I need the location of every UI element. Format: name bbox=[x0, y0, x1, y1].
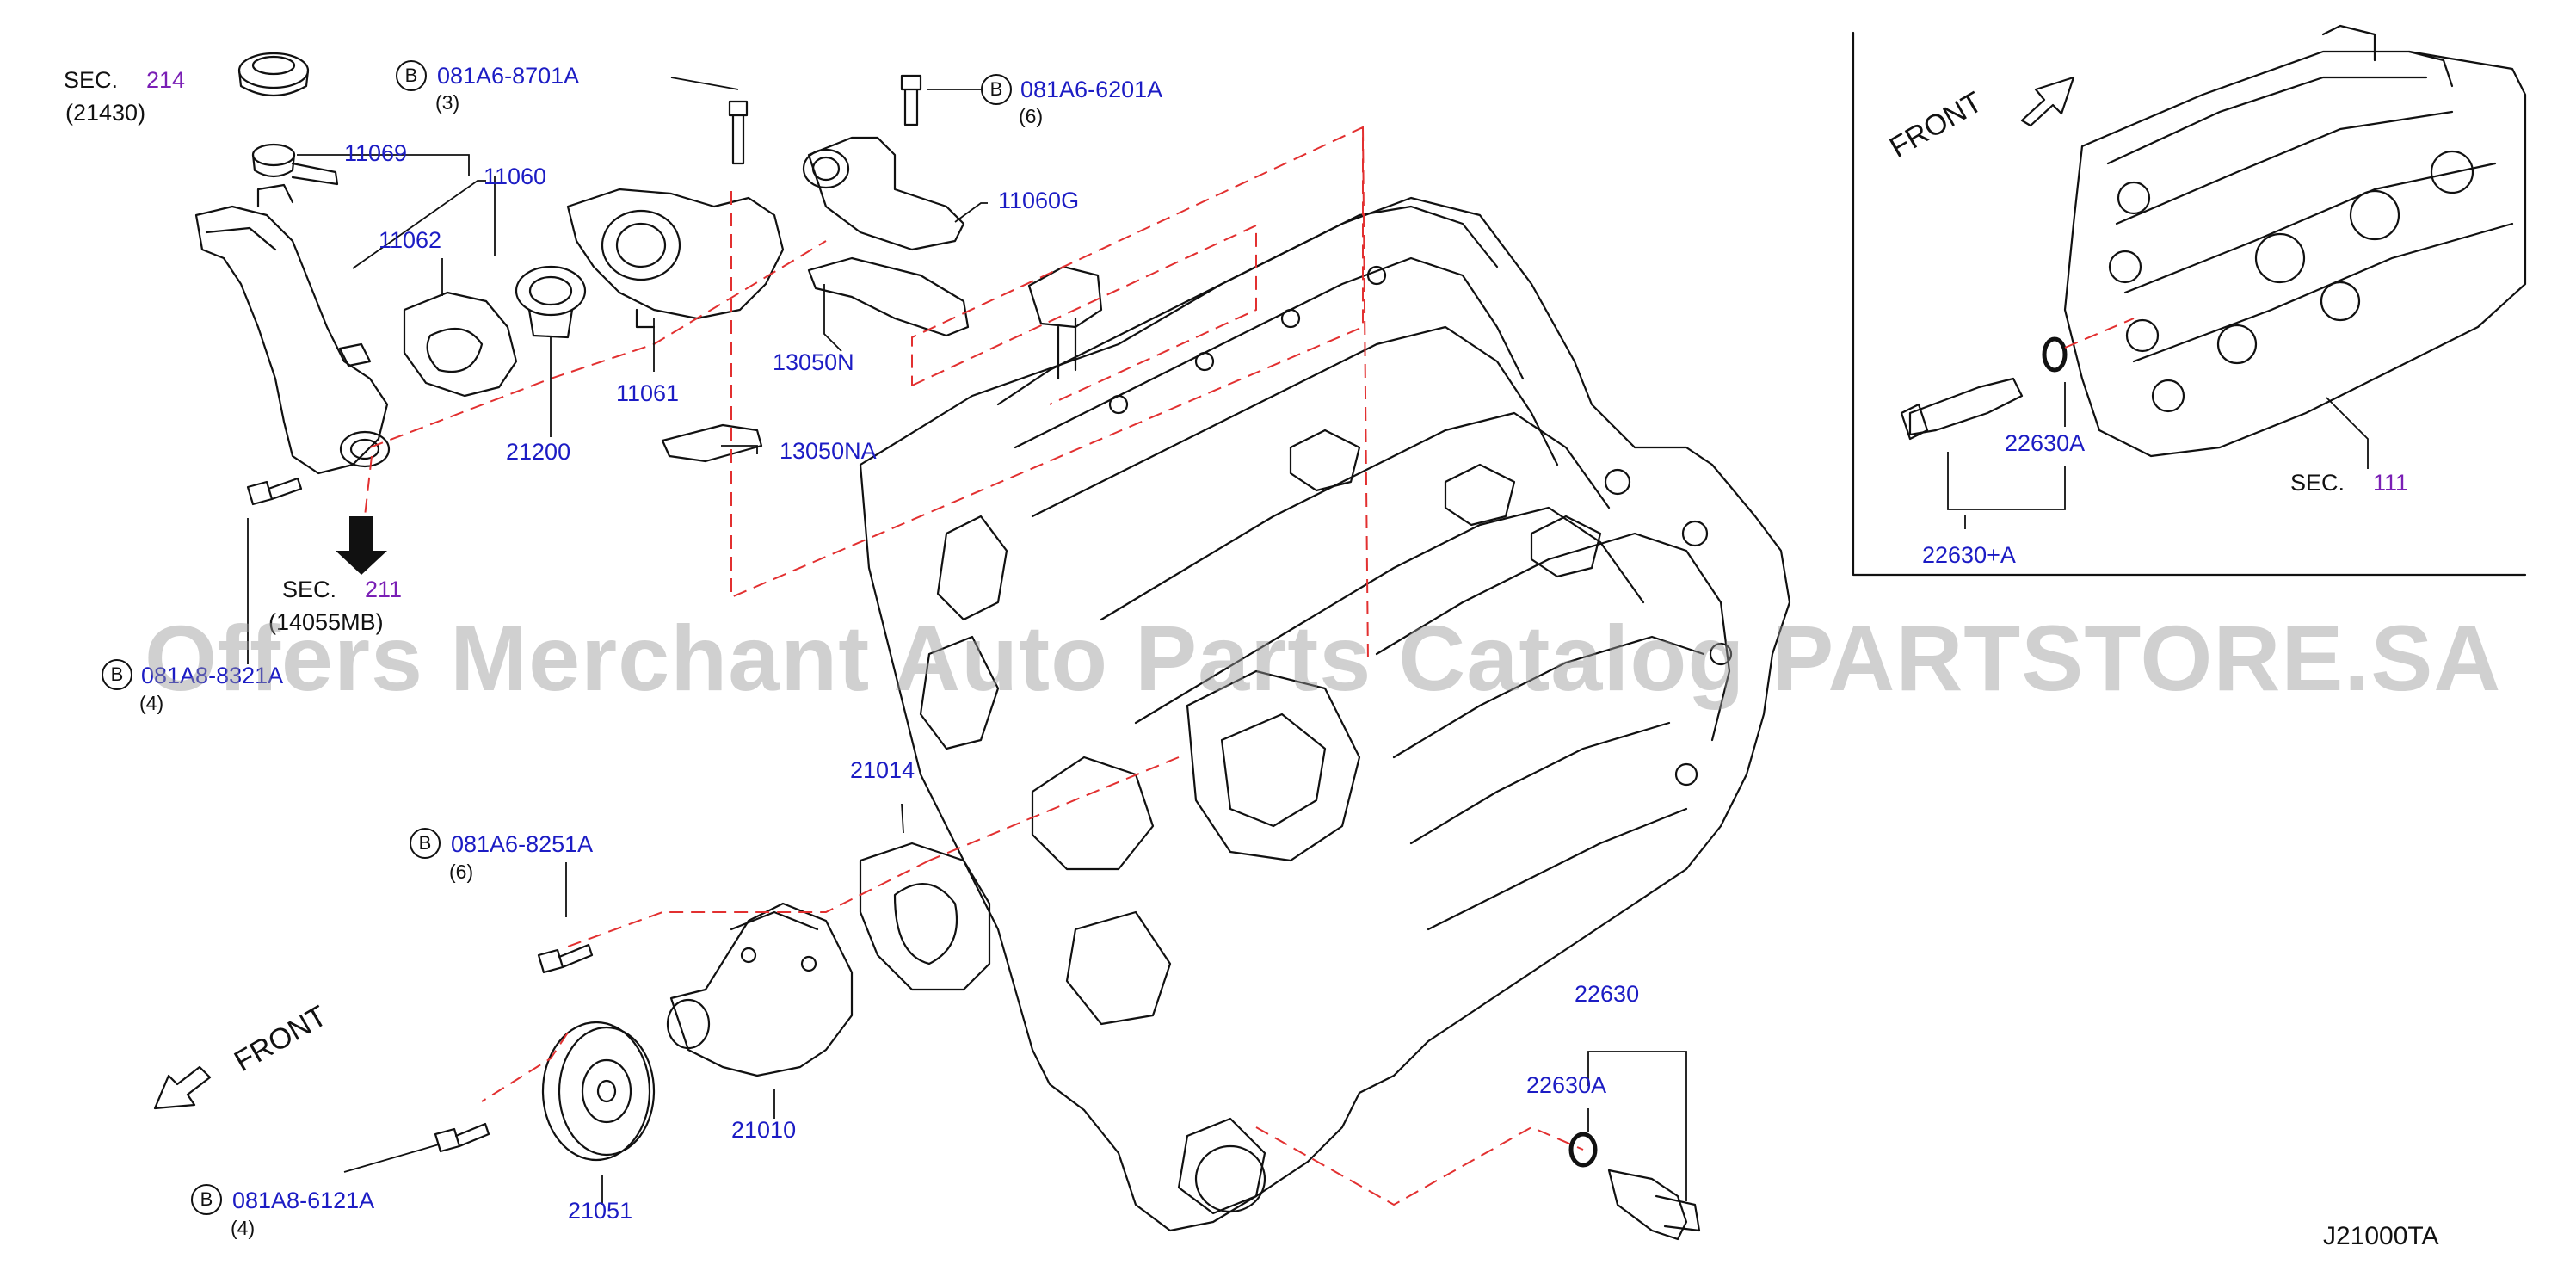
bolt-6201A-drawing bbox=[900, 74, 922, 126]
radiator-cap-drawing bbox=[237, 52, 310, 97]
part-11060-label[interactable]: 11060 bbox=[484, 163, 547, 189]
part-21200-label[interactable]: 21200 bbox=[506, 439, 571, 465]
thermostat-21200-drawing bbox=[515, 265, 587, 339]
bolt-6201A-label[interactable]: 081A6-6201A bbox=[1020, 77, 1163, 102]
bolt-8321A-qty: (4) bbox=[139, 692, 164, 714]
part-11069-label[interactable]: 11069 bbox=[344, 140, 408, 166]
fitting-11069-drawing bbox=[251, 143, 339, 186]
gasket-13050NA-drawing bbox=[661, 423, 763, 463]
front-arrow-lower bbox=[153, 1065, 212, 1110]
sec-211-sub: (14055MB) bbox=[268, 609, 384, 635]
part-21014-label[interactable]: 21014 bbox=[850, 757, 915, 783]
sec-211-prefix: SEC. bbox=[282, 577, 337, 602]
b-symbol: B bbox=[102, 659, 132, 690]
b-symbol: B bbox=[410, 828, 441, 859]
part-21010-label[interactable]: 21010 bbox=[731, 1117, 797, 1143]
dashed-alignment-lines bbox=[364, 126, 2135, 1206]
gasket-21014-drawing bbox=[859, 842, 991, 991]
sec-111-prefix: SEC. bbox=[2290, 470, 2345, 496]
sec-214-sub: (21430) bbox=[65, 100, 146, 126]
b-symbol: B bbox=[981, 74, 1012, 105]
gasket-13050N-drawing bbox=[807, 256, 970, 337]
sec-214-prefix: SEC. bbox=[64, 67, 119, 93]
bolt-8701A-label[interactable]: 081A6-8701A bbox=[437, 63, 580, 89]
sec-211-link[interactable]: 211 bbox=[365, 577, 403, 602]
thermostat-housing-11061-drawing bbox=[566, 188, 785, 329]
bolt-6121A-drawing bbox=[434, 1122, 490, 1153]
leader-lines bbox=[247, 77, 2369, 1205]
b-symbol: B bbox=[191, 1184, 222, 1215]
part-13050NA-label[interactable]: 13050NA bbox=[780, 438, 877, 464]
bolt-6201A-qty: (6) bbox=[1019, 105, 1044, 127]
part-21051-label[interactable]: 21051 bbox=[568, 1198, 633, 1224]
front-arrow-inset bbox=[2020, 76, 2075, 127]
engine-block-drawing bbox=[859, 196, 1791, 1232]
part-22630A-label[interactable]: 22630A bbox=[1526, 1072, 1607, 1098]
part-22630-label[interactable]: 22630 bbox=[1575, 981, 1640, 1007]
water-outlet-drawing bbox=[194, 183, 391, 475]
water-pump-21010-drawing bbox=[666, 902, 854, 1077]
bolt-8251A-label[interactable]: 081A6-8251A bbox=[451, 831, 594, 857]
temp-sensor-22630-drawing bbox=[1568, 1132, 1701, 1241]
inset-part-22630A-label[interactable]: 22630A bbox=[2005, 430, 2086, 456]
bolt-6121A-qty: (4) bbox=[231, 1217, 256, 1239]
diagram-code: J21000TA bbox=[2323, 1222, 2439, 1250]
bolt-8321A-label[interactable]: 081A8-8321A bbox=[141, 663, 284, 688]
part-11062-label[interactable]: 11062 bbox=[379, 227, 442, 253]
bolt-8251A-drawing bbox=[537, 943, 594, 974]
inset-temp-sensor-drawing bbox=[1900, 336, 2068, 441]
bolt-8251A-qty: (6) bbox=[449, 861, 474, 883]
part-13050N-label[interactable]: 13050N bbox=[773, 349, 854, 375]
pulley-21051-drawing bbox=[541, 1021, 656, 1162]
gasket-11062-drawing bbox=[403, 291, 518, 398]
water-outlet-11060G-drawing bbox=[802, 136, 965, 251]
sec-214-link[interactable]: 214 bbox=[146, 67, 186, 93]
b-symbol: B bbox=[396, 60, 427, 91]
watermark: Offers Merchant Auto Parts Catalog PARTS… bbox=[145, 606, 2502, 710]
inset-frame bbox=[1852, 31, 2527, 577]
inset-cylinder-head-drawing bbox=[2063, 24, 2527, 458]
part-11061-label[interactable]: 11061 bbox=[616, 380, 680, 406]
bolt-8321A-drawing bbox=[246, 477, 303, 506]
sec211-arrow bbox=[336, 516, 387, 575]
bolt-8701A-drawing bbox=[728, 100, 749, 165]
bolt-8701A-qty: (3) bbox=[435, 91, 460, 114]
bolt-6121A-label[interactable]: 081A8-6121A bbox=[232, 1188, 375, 1213]
part-11060G-label[interactable]: 11060G bbox=[998, 188, 1080, 213]
sec-111-link[interactable]: 111 bbox=[2373, 470, 2409, 496]
inset-part-22630-plus-A-label[interactable]: 22630+A bbox=[1922, 542, 2016, 568]
